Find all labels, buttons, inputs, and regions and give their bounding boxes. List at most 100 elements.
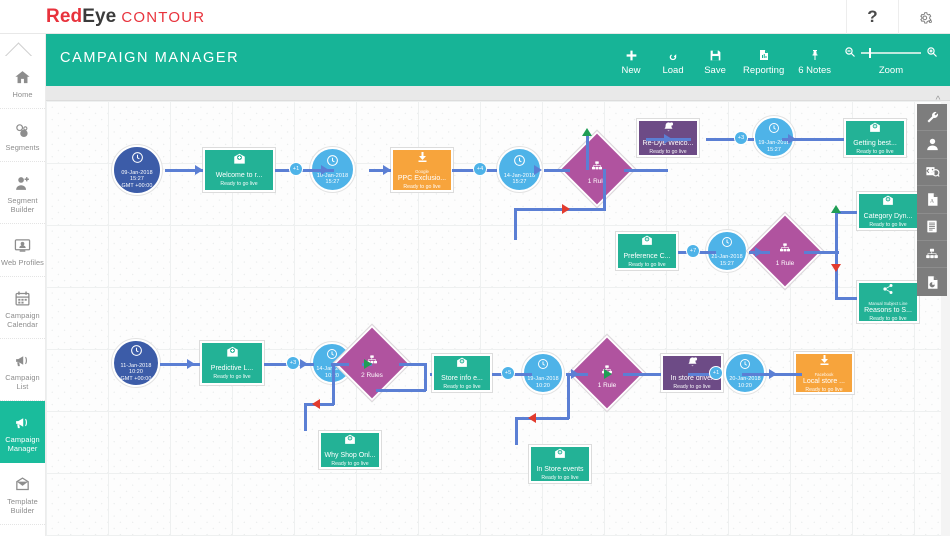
zoom-slider-handle[interactable]	[869, 48, 871, 59]
sidebar-item-home[interactable]: Home	[0, 56, 45, 109]
list-document-icon[interactable]	[917, 214, 947, 241]
arrow-icon	[664, 134, 672, 144]
flow-node-email[interactable]: Getting best... Ready to go live	[844, 119, 906, 157]
node-status: Ready to go live	[220, 181, 258, 188]
sidebar-item-segment-builder[interactable]: Segment Builder	[0, 162, 45, 224]
node-badge[interactable]: +3	[286, 356, 300, 370]
envelope-plus-icon	[343, 433, 357, 451]
envelope-plus-icon	[232, 152, 247, 171]
code-image-icon[interactable]	[917, 159, 947, 187]
arrow-yes-icon	[831, 205, 841, 213]
link	[430, 373, 432, 376]
flow-node-source[interactable]: Facebook Local store ... Ready to go liv…	[794, 352, 854, 394]
link	[165, 169, 203, 172]
flow-node-source[interactable]: Google PPC Exclusio... Ready to go live	[391, 148, 453, 192]
text-document-icon[interactable]: A	[917, 186, 947, 214]
link	[835, 251, 838, 299]
flow-canvas[interactable]: 09-Jan-2018 15:27 GMT +00:00 Welcome to …	[46, 86, 950, 536]
zoom-control[interactable]: Zoom	[838, 45, 942, 76]
node-status: Ready to go live	[443, 383, 481, 390]
flow-node-email[interactable]: Category Dyn... Ready to go live	[857, 192, 919, 230]
header-toolbar: New Load Save Reporting 6 Notes	[610, 34, 942, 86]
link	[304, 403, 307, 431]
node-badge[interactable]: +3	[734, 131, 748, 145]
flow-node-email[interactable]: Preference C... Ready to go live	[616, 232, 678, 270]
envelope-plus-icon	[868, 121, 882, 139]
new-button[interactable]: New	[610, 45, 652, 76]
flow-node-social[interactable]: Manual Subject Line Reasons to S... Read…	[857, 281, 919, 323]
node-badge[interactable]: +1	[709, 366, 723, 380]
node-status: Ready to go live	[673, 383, 711, 390]
node-status: Ready to go live	[869, 315, 907, 322]
zoom-slider-track[interactable]	[861, 48, 921, 59]
node-title: Reasons to S...	[864, 306, 912, 314]
reporting-label: Reporting	[743, 64, 785, 76]
arrow-icon	[788, 134, 796, 144]
canvas-vertical-scrollbar[interactable]	[941, 101, 950, 536]
clock-icon	[326, 347, 338, 365]
zoom-slider-row[interactable]	[844, 45, 938, 62]
flow-node-email[interactable]: Predictive L... Ready to go live	[200, 341, 264, 385]
node-title: PPC Exclusio...	[397, 174, 447, 182]
node-line: 15:27	[325, 179, 340, 185]
flow-node-email[interactable]: Why Shop Onl... Ready to go live	[319, 431, 381, 469]
node-line: 14-Jan-2018	[503, 172, 536, 179]
clock-icon	[326, 154, 339, 172]
sidebar-item-campaign-calendar[interactable]: Campaign Calendar	[0, 277, 45, 339]
wrench-icon[interactable]	[917, 104, 947, 132]
flow-node-rule[interactable]: 1 Rule	[558, 130, 636, 208]
node-badge[interactable]: +7	[686, 244, 700, 258]
node-badge[interactable]: +4	[473, 162, 487, 176]
sidebar-item-web-profiles[interactable]: Web Profiles	[0, 224, 45, 277]
envelope-plus-icon	[553, 447, 567, 465]
node-line: 11-Jan-2018	[120, 362, 152, 369]
notes-label: 6 Notes	[798, 64, 831, 76]
chart-document-icon[interactable]	[917, 268, 947, 295]
node-badge[interactable]: +1	[289, 162, 303, 176]
chevron-up-icon[interactable]: ^	[935, 95, 941, 106]
node-title: Welcome to r...	[215, 172, 263, 180]
arrow-yes-icon	[604, 369, 612, 379]
arrow-no-icon	[562, 204, 570, 214]
gear-icon[interactable]	[898, 0, 950, 34]
arrow-icon	[300, 359, 308, 369]
download-icon	[416, 150, 429, 168]
flow-node-email[interactable]: In Store events Ready to go live	[529, 445, 591, 483]
magnifier-minus-icon[interactable]	[844, 46, 856, 61]
node-title: Preference C...	[623, 252, 671, 260]
link	[835, 297, 857, 300]
node-title: In Store events	[536, 465, 584, 473]
flow-node-start[interactable]: 09-Jan-2018 15:27 GMT +00:00	[112, 145, 162, 195]
flow-node-rule[interactable]: 1 Rule	[746, 212, 824, 290]
sidebar-item-campaign-manager[interactable]: Campaign Manager	[0, 401, 45, 463]
sidebar-item-template-builder[interactable]: Template Builder	[0, 463, 45, 525]
pin-icon	[809, 45, 821, 62]
sidebar-item-campaign-list[interactable]: Campaign List	[0, 339, 45, 401]
node-badge[interactable]: +5	[501, 366, 515, 380]
floppy-disk-icon	[709, 45, 722, 62]
help-icon[interactable]: ?	[846, 0, 898, 34]
flow-node-start[interactable]: 11-Jan-2018 10:20 GMT +00:00	[112, 339, 160, 387]
save-button[interactable]: Save	[694, 45, 736, 76]
node-status: Ready to go live	[213, 374, 251, 381]
flow-node-email[interactable]: Store info e... Ready to go live	[432, 354, 492, 392]
node-line: 21-Jan-2018	[711, 254, 743, 261]
node-status: Ready to go live	[856, 148, 894, 155]
load-button[interactable]: Load	[652, 45, 694, 76]
clock-icon	[537, 357, 549, 375]
link	[424, 363, 427, 391]
reporting-button[interactable]: Reporting	[736, 45, 791, 76]
sidebar-label-template-builder: Template Builder	[7, 496, 38, 515]
link	[376, 389, 426, 392]
person-icon[interactable]	[917, 131, 947, 159]
flow-node-email[interactable]: Welcome to r... Ready to go live	[203, 148, 275, 192]
node-line: 10:20	[536, 382, 550, 389]
magnifier-plus-icon[interactable]	[926, 46, 938, 61]
envelope-icon	[13, 475, 32, 494]
link	[515, 417, 518, 445]
sidebar-item-segments[interactable]: Segments	[0, 109, 45, 162]
hierarchy-icon[interactable]	[917, 241, 947, 269]
notes-button[interactable]: 6 Notes	[791, 45, 838, 76]
node-title: Why Shop Onl...	[324, 451, 376, 459]
arrow-no-icon	[831, 264, 841, 272]
